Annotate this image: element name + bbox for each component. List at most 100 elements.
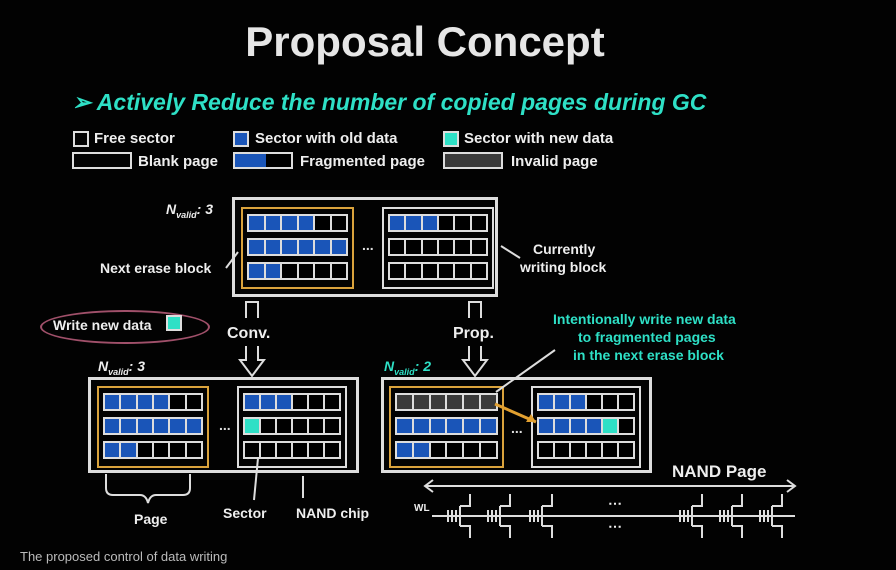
nand-page-label: NAND Page [672, 462, 767, 481]
invalid-sector [464, 395, 482, 409]
free-sector [245, 443, 261, 457]
free-sector [619, 395, 633, 409]
free-sector [471, 240, 486, 254]
nand-page [537, 393, 635, 411]
free-sector [390, 240, 407, 254]
conv-erase-block [97, 386, 209, 468]
old-data-sector [105, 419, 122, 433]
free-sector [277, 443, 293, 457]
legend-old-swatch [233, 131, 249, 147]
nand-ellipsis-top: ⋯ [608, 495, 622, 511]
invalid-sector [413, 395, 431, 409]
prop-ellipsis: ... [511, 420, 523, 436]
annotation-line-1: Intentionally write new data [553, 311, 736, 327]
legend-old-label: Sector with old data [255, 130, 398, 147]
free-sector [464, 443, 482, 457]
free-sector [153, 443, 171, 457]
free-sector [555, 443, 571, 457]
old-data-sector [105, 395, 122, 409]
free-sector [186, 443, 201, 457]
free-sector [298, 264, 315, 278]
prop-arrow-top [468, 301, 482, 318]
invalid-sector [481, 395, 496, 409]
annotation-line-2: to fragmented pages [578, 329, 716, 345]
slide-title: Proposal Concept [245, 18, 605, 65]
free-sector [309, 419, 325, 433]
next-erase-label: Next erase block [100, 260, 212, 276]
old-data-sector [265, 216, 282, 230]
top-ellipsis: ... [362, 237, 374, 253]
free-sector [293, 395, 309, 409]
conv-nand-chip: ... [88, 377, 359, 473]
old-data-sector [413, 419, 431, 433]
nand-page [395, 441, 498, 459]
free-sector [315, 264, 332, 278]
nand-page [247, 238, 348, 256]
nand-page [103, 441, 203, 459]
conv-arrow [238, 346, 266, 378]
new-data-swatch [166, 315, 182, 331]
legend-blank-label: Blank page [138, 153, 219, 170]
free-sector [539, 443, 555, 457]
currently-writing-pointer [500, 245, 521, 259]
free-sector [325, 395, 339, 409]
old-data-sector [331, 240, 346, 254]
conv-ellipsis: ... [219, 417, 231, 433]
free-sector [422, 264, 439, 278]
currently-writing-label-2: writing block [520, 259, 607, 275]
currently-writing-label: Currently [533, 241, 596, 257]
old-data-sector [105, 443, 122, 457]
page-label: Page [134, 511, 168, 527]
prop-nvalid: Nvalid: 2 [384, 358, 431, 377]
conv-nvalid: Nvalid: 3 [98, 358, 145, 377]
slide-subtitle: ➢ Actively Reduce the number of copied p… [72, 89, 707, 115]
next-erase-pointer [225, 251, 239, 269]
top-erase-block [241, 207, 354, 289]
old-data-sector [430, 419, 448, 433]
old-data-sector [447, 419, 465, 433]
conv-label: Conv. [227, 325, 271, 342]
sector-pointer [253, 457, 259, 501]
old-data-sector [186, 419, 201, 433]
old-data-sector [137, 419, 154, 433]
conv-arrow-top [245, 301, 259, 318]
old-data-sector [481, 419, 496, 433]
free-sector [603, 395, 619, 409]
fragment-write-arrowhead [526, 414, 536, 422]
free-sector [619, 419, 633, 433]
old-data-sector [315, 240, 332, 254]
free-sector [331, 264, 346, 278]
free-sector [603, 443, 619, 457]
legend-fragmented-swatch [233, 152, 293, 169]
prop-label: Prop. [453, 325, 494, 342]
old-data-sector [170, 419, 187, 433]
free-sector [137, 443, 154, 457]
nand-chip-label: NAND chip [296, 505, 370, 521]
prop-arrow [461, 346, 489, 378]
old-data-sector [137, 395, 154, 409]
write-new-data-label: Write new data [53, 317, 152, 333]
top-nvalid: Nvalid: 3 [166, 201, 213, 220]
nand-page [103, 393, 203, 411]
nand-page [247, 214, 348, 232]
legend-free-swatch [73, 131, 89, 147]
top-writing-block [382, 207, 494, 289]
legend-fragmented-label: Fragmented page [300, 153, 426, 170]
free-sector [186, 395, 201, 409]
invalid-sector [447, 395, 465, 409]
nand-page [247, 262, 348, 280]
nand-page [388, 238, 488, 256]
nand-page [103, 417, 203, 435]
nand-ellipsis-bottom: ⋯ [608, 518, 622, 534]
old-data-sector [121, 419, 138, 433]
new-data-sector [603, 419, 619, 433]
old-data-sector [265, 264, 282, 278]
old-data-sector [587, 419, 603, 433]
free-sector [309, 395, 325, 409]
legend-free-label: Free sector [94, 130, 175, 147]
figure-caption: The proposed control of data writing [20, 549, 228, 564]
old-data-sector [153, 419, 171, 433]
free-sector [447, 443, 465, 457]
free-sector [587, 395, 603, 409]
free-sector [293, 419, 309, 433]
